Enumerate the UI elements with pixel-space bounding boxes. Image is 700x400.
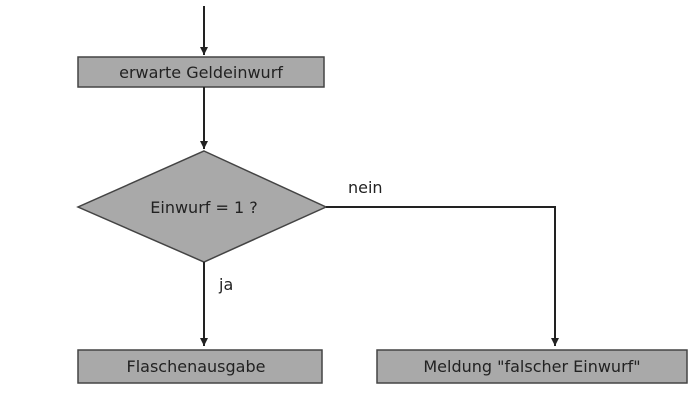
no-branch-label: nein — [348, 178, 383, 197]
decision-coin-check: Einwurf = 1 ? — [76, 150, 328, 263]
process-dispense-label: Flaschenausgabe — [127, 357, 266, 376]
process-wait-coin: erwarte Geldeinwurf — [77, 56, 325, 88]
process-error-message: Meldung "falscher Einwurf" — [376, 349, 688, 384]
yes-branch-label: ja — [218, 275, 233, 294]
no-branch-arrow — [326, 206, 559, 346]
process-error-message-box — [376, 349, 688, 384]
process-dispense: Flaschenausgabe — [77, 349, 323, 384]
decision-label: Einwurf = 1 ? — [150, 198, 257, 217]
process-dispense-box — [77, 349, 323, 384]
process-wait-coin-box — [77, 56, 325, 88]
process-error-message-label: Meldung "falscher Einwurf" — [423, 357, 640, 376]
process-wait-coin-label: erwarte Geldeinwurf — [119, 63, 283, 82]
